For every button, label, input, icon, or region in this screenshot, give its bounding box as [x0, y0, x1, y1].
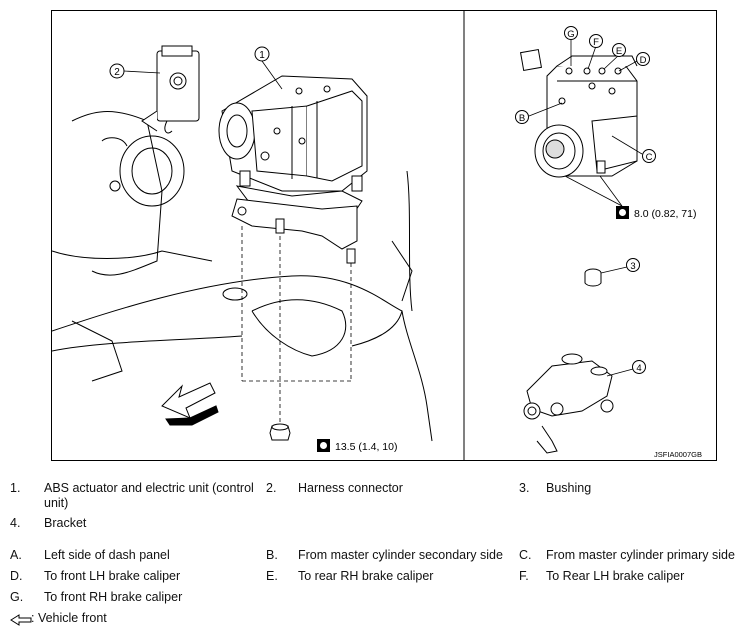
torque-left: 13.5 (1.4, 10)	[317, 439, 397, 453]
legend-text-1: ABS actuator and electric unit (control	[44, 481, 254, 495]
alignment-lines	[241, 226, 352, 426]
callout-1-label: 1	[259, 50, 265, 61]
harness-connector	[141, 45, 200, 134]
legend-key-2: 2.	[266, 481, 277, 495]
abs-actuator-right	[519, 48, 638, 178]
legend-text-E: To rear RH brake caliper	[298, 569, 434, 583]
callout-3-label: 3	[630, 261, 635, 272]
torque-right-value: 8.0 (0.82, 71)	[634, 208, 696, 220]
legend-key-E: E.	[266, 569, 278, 583]
callout-C-label: C	[646, 152, 653, 163]
legend-key-B: B.	[266, 548, 278, 562]
legend-key-1: 1.	[10, 481, 21, 495]
vehicle-front-arrow	[161, 382, 219, 426]
legend-text-4: Bracket	[44, 516, 87, 530]
callout-3: 3	[600, 258, 640, 274]
legend-text-2: Harness connector	[298, 481, 403, 495]
callout-D-label: D	[640, 55, 647, 66]
legend-text-G: To front RH brake caliper	[44, 590, 183, 604]
torque-right: 8.0 (0.82, 71)	[616, 206, 696, 220]
legend-key-A: A.	[10, 548, 22, 562]
legend-key-G: G.	[10, 590, 24, 604]
callout-4-label: 4	[636, 363, 641, 374]
callout-E-label: E	[616, 46, 622, 57]
legend-key-C: C.	[519, 548, 532, 562]
legend-key-F: F.	[519, 569, 529, 583]
callout-E: E	[603, 43, 626, 70]
vehicle-front-arrow-icon	[10, 614, 32, 626]
legend-key-4: 4.	[10, 516, 21, 530]
callout-2-label: 2	[114, 67, 120, 78]
callout-F: F	[587, 34, 603, 70]
callout-B-label: B	[519, 113, 525, 124]
legend-text-B: From master cylinder secondary side	[298, 548, 503, 562]
legend-key-3: 3.	[519, 481, 530, 495]
callout-G-label: G	[567, 29, 574, 40]
abs-diagram: 1 2 13.5 (1.4, 10)	[52, 11, 702, 460]
legend-text-F: To Rear LH brake caliper	[546, 569, 685, 583]
torque-left-value: 13.5 (1.4, 10)	[335, 441, 397, 453]
bracket-left	[231, 198, 358, 264]
bushing-right	[584, 268, 602, 287]
abs-actuator-left	[218, 75, 368, 217]
legend-text-3: Bushing	[546, 481, 592, 495]
callout-G: G	[564, 26, 578, 66]
legend-text-D: To front LH brake caliper	[44, 569, 181, 583]
callout-1: 1	[254, 46, 283, 90]
callout-D: D	[618, 52, 650, 72]
legend-text-C: From master cylinder primary side	[546, 548, 735, 562]
legend-text-1-cont: unit)	[44, 496, 69, 510]
callout-B: B	[515, 102, 563, 124]
callout-C: C	[611, 135, 656, 163]
vehicle-front-label: : Vehicle front	[31, 611, 107, 625]
nut-left	[269, 423, 291, 441]
callout-4: 4	[606, 360, 646, 377]
callout-F-label: F	[593, 37, 599, 48]
figure-code: JSFIA0007GB	[654, 450, 702, 459]
right-unit-studs	[564, 175, 623, 207]
illustration-frame: 1 2 13.5 (1.4, 10)	[51, 10, 717, 461]
callout-2: 2	[109, 63, 161, 79]
bracket-right	[523, 353, 614, 454]
legend-text-A: Left side of dash panel	[44, 548, 170, 562]
dash-panel-outline	[52, 111, 433, 442]
legend-key-D: D.	[10, 569, 23, 583]
